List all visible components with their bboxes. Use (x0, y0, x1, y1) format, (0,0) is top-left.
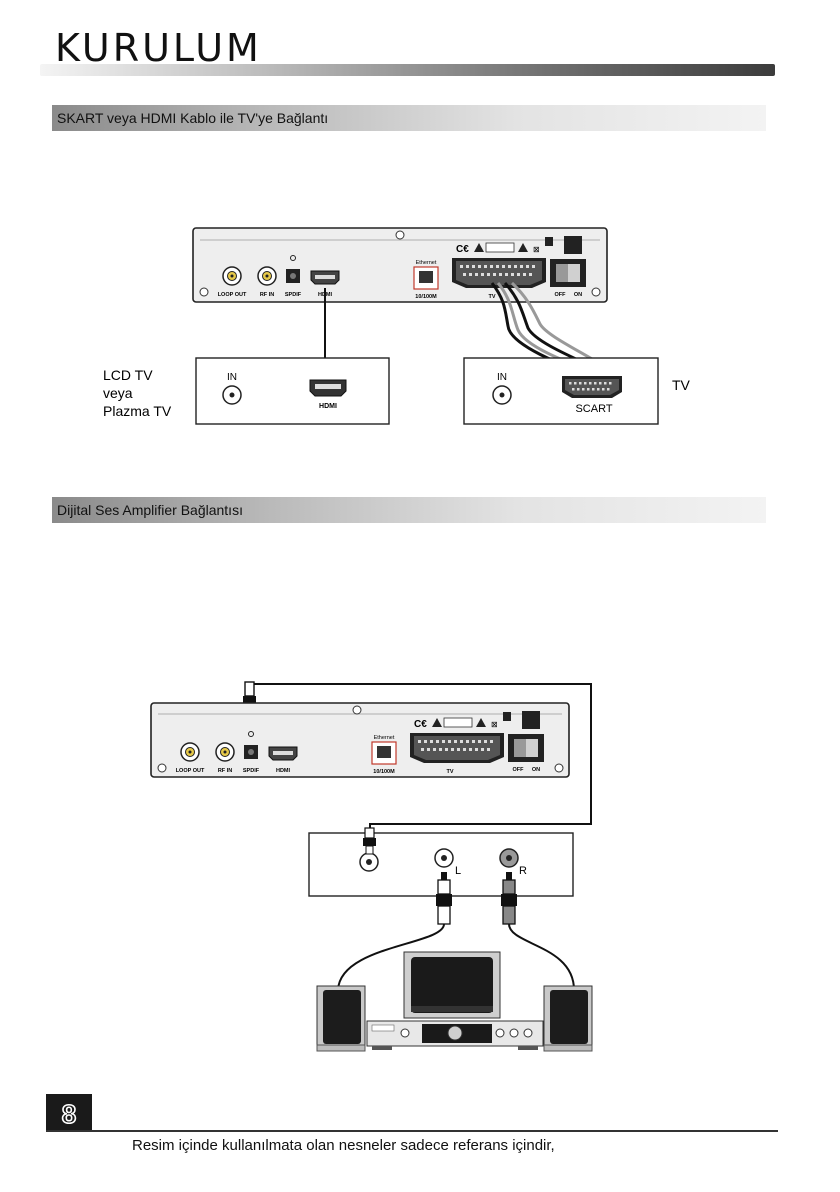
power-switch (550, 259, 586, 287)
spdif-port (286, 269, 300, 283)
scart-tv-in-label: IN (497, 372, 507, 383)
warning-icon-2 (518, 243, 528, 252)
ethernet-speed-label-2: 10/100M (373, 769, 395, 775)
power-inlet (564, 236, 582, 254)
scart-port (452, 258, 546, 288)
rf-in-label: RF IN (260, 292, 274, 298)
ce-mark-2: C€ (414, 719, 427, 730)
speaker-cables (337, 923, 575, 991)
ethernet-port (413, 266, 439, 290)
page-number-badge: 8 (46, 1094, 92, 1132)
scart-tv-scart-label: SCART (575, 403, 612, 415)
footer-rule (46, 1130, 778, 1132)
weee-bin-icon: ⊠ (533, 245, 540, 254)
amplifier-unit (366, 1020, 544, 1050)
amplifier-input-panel: L R (308, 827, 574, 897)
power-on-label: ON (574, 292, 582, 298)
rf-in-label-2: RF IN (218, 768, 232, 774)
amp-right-input-port (499, 848, 519, 868)
scart-tv-panel: IN SCART (463, 357, 659, 425)
loop-out-label: LOOP OUT (218, 292, 247, 298)
right-speaker (543, 985, 593, 1052)
warning-icon (474, 243, 484, 252)
receiver-back-panel-2: LOOP OUT RF IN SPDIF HDMI Ethernet 10/10… (150, 702, 570, 778)
scart-tv-label: TV (488, 294, 495, 300)
ethernet-label: Ethernet (416, 260, 437, 266)
ce-mark: C€ (456, 244, 469, 255)
power-inlet-2 (522, 711, 540, 729)
subwoofer (403, 951, 501, 1019)
amp-left-label: L (455, 865, 461, 877)
lcd-tv-panel: IN HDMI (195, 357, 390, 425)
rf-in-port (257, 266, 277, 286)
page-title: KURULUM (55, 26, 262, 70)
weee-bin-icon-2: ⊠ (491, 720, 498, 729)
lcd-tv-side-label-line3: Plazma TV (103, 403, 172, 419)
scart-tv-antenna-port (492, 385, 512, 405)
rca-plug-left (436, 872, 452, 925)
section-heading-tv-connection: SKART veya HDMI Kablo ile TV'ye Bağlantı (52, 105, 766, 131)
amp-right-label: R (519, 865, 527, 877)
loop-out-label-2: LOOP OUT (176, 768, 205, 774)
hdmi-port-2 (268, 746, 298, 761)
home-theater-system (316, 951, 593, 1052)
spdif-port-2 (244, 745, 258, 759)
lcd-tv-side-label-line1: LCD TV (103, 367, 153, 383)
footer-note: Resim içinde kullanılmata olan nesneler … (132, 1137, 555, 1154)
power-switch-2 (508, 734, 544, 762)
amp-coax-input-port (359, 852, 379, 872)
spdif-label: SPDIF (285, 292, 302, 298)
ethernet-label-2: Ethernet (374, 735, 395, 741)
hdmi-port (310, 270, 340, 285)
rca-plug-amp-coax (363, 827, 376, 855)
power-rating-icon (545, 237, 553, 246)
lcd-tv-hdmi-port (309, 379, 347, 397)
power-off-label: OFF (555, 292, 567, 298)
spdif-label-2: SPDIF (243, 768, 260, 774)
loop-out-port (222, 266, 242, 286)
title-underline-bar (40, 64, 775, 76)
amp-left-input-port (434, 848, 454, 868)
warning-icon-4 (476, 718, 486, 727)
ethernet-port-2 (371, 741, 397, 765)
power-off-label-2: OFF (513, 767, 525, 773)
power-rating-icon-2 (503, 712, 511, 721)
scart-tv-side-label: TV (672, 377, 691, 393)
scart-port-2 (410, 733, 504, 763)
scart-tv-label-2: TV (446, 769, 453, 775)
ethernet-speed-label: 10/100M (415, 294, 437, 300)
left-speaker (316, 985, 366, 1052)
power-on-label-2: ON (532, 767, 540, 773)
lcd-tv-side-label-line2: veya (103, 385, 133, 401)
page-number-text: 8 (62, 1099, 76, 1129)
receiver-back-panel-1: LOOP OUT RF IN SPDIF HDMI Ethernet 10/10… (192, 227, 608, 303)
loop-out-port-2 (180, 742, 200, 762)
rf-in-port-2 (215, 742, 235, 762)
section-heading-amplifier: Dijital Ses Amplifier Bağlantısı (52, 497, 766, 523)
page-number-glyph: 8 (61, 1098, 77, 1130)
hdmi-label-2: HDMI (276, 768, 291, 774)
scart-tv-scart-port (562, 376, 622, 398)
warning-icon-3 (432, 718, 442, 727)
lcd-tv-in-label: IN (227, 372, 237, 383)
lcd-tv-antenna-port (222, 385, 242, 405)
lcd-tv-hdmi-label: HDMI (319, 403, 337, 410)
rca-plug-right (501, 872, 517, 925)
